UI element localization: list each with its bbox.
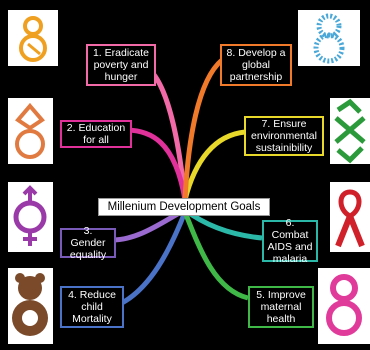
gender-symbols-icon bbox=[8, 182, 53, 252]
goal-3-node: 3. Gender equality bbox=[60, 225, 116, 261]
red-ribbon-icon bbox=[330, 182, 370, 252]
recycling-arrows-icon bbox=[330, 98, 370, 164]
dotted-eight-icon bbox=[298, 10, 360, 66]
central-topic: Millenium Development Goals bbox=[98, 198, 270, 216]
goal-2-node: 2. Education for all bbox=[60, 120, 132, 148]
goal-8-node: 8. Develop a global partnership bbox=[220, 44, 292, 86]
pink-eight-with-hands-icon bbox=[318, 268, 370, 344]
goal-7-node: 7. Ensure environmental sustainibility bbox=[244, 116, 324, 156]
goal-6-node: 6. Combat AIDS and malaria bbox=[262, 217, 318, 265]
goal-5-node: 5. Improve maternal health bbox=[248, 286, 314, 328]
teddy-bear-icon bbox=[8, 268, 53, 344]
eight-with-pencil-icon bbox=[8, 98, 53, 164]
goal-1-node: 1. Eradicate poverty and hunger bbox=[86, 44, 156, 86]
goal-4-node: 4. Reduce child Mortality bbox=[60, 286, 124, 328]
eight-with-bowl-icon bbox=[8, 10, 58, 66]
